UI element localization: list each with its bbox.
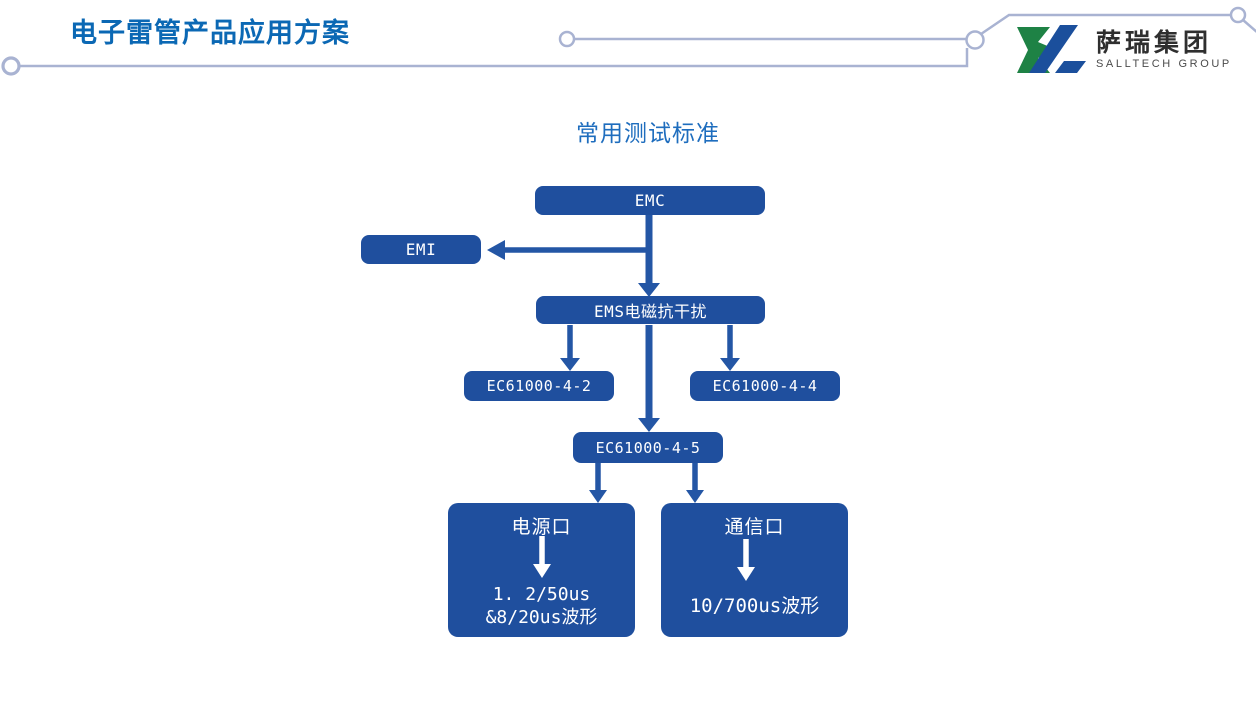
node-ems: EMS电磁抗干扰: [536, 296, 765, 324]
node-power-port: 电源口 1. 2/50us &8/20us波形: [448, 503, 635, 637]
node-ec61000-4-5: EC61000-4-5: [573, 432, 723, 463]
deco-line-bottom: [19, 48, 969, 68]
logo-blue-foot: [1055, 61, 1086, 73]
comm-port-waveform-line1: 10/700us波形: [689, 595, 820, 618]
deco-node-circle: [965, 30, 985, 50]
logo-green-shape: [1017, 27, 1057, 73]
arrowhead-ems-to-ec42: [560, 358, 580, 371]
arrowhead-ec45-to-comm: [686, 490, 704, 503]
diagram-title: 常用测试标准: [576, 120, 720, 146]
logo-blue-diagonal: [1029, 25, 1078, 73]
deco-node-circle: [1229, 6, 1247, 24]
node-ec61000-4-4: EC61000-4-4: [690, 371, 840, 401]
arrowhead-ec45-to-power: [589, 490, 607, 503]
deco-node-circle: [1, 56, 21, 76]
arrowhead-to-emi: [487, 240, 505, 260]
node-emc: EMC: [535, 186, 765, 215]
arrowhead-ems-to-ec44: [720, 358, 740, 371]
company-name: 萨瑞集团: [1096, 29, 1213, 58]
company-name-en: SALLTECH GROUP: [1096, 57, 1232, 70]
node-emi: EMI: [361, 235, 481, 264]
node-ec61000-4-2: EC61000-4-2: [464, 371, 614, 401]
arrowhead-ems-to-ec45: [638, 418, 660, 432]
comm-port-label: 通信口: [724, 517, 785, 538]
logo-icon: [1017, 25, 1086, 73]
power-port-waveform-line1: 1. 2/50us: [492, 584, 591, 605]
power-port-label: 电源口: [511, 517, 572, 538]
arrowhead-emc-to-ems: [638, 283, 660, 297]
page-title: 电子雷管产品应用方案: [70, 18, 350, 48]
power-port-waveform-line2: &8/20us波形: [485, 606, 598, 628]
company-logo: 萨瑞集团 SALLTECH GROUP: [1014, 23, 1246, 77]
node-comm-port: 通信口 10/700us波形: [661, 503, 848, 637]
deco-node-circle: [558, 30, 576, 48]
